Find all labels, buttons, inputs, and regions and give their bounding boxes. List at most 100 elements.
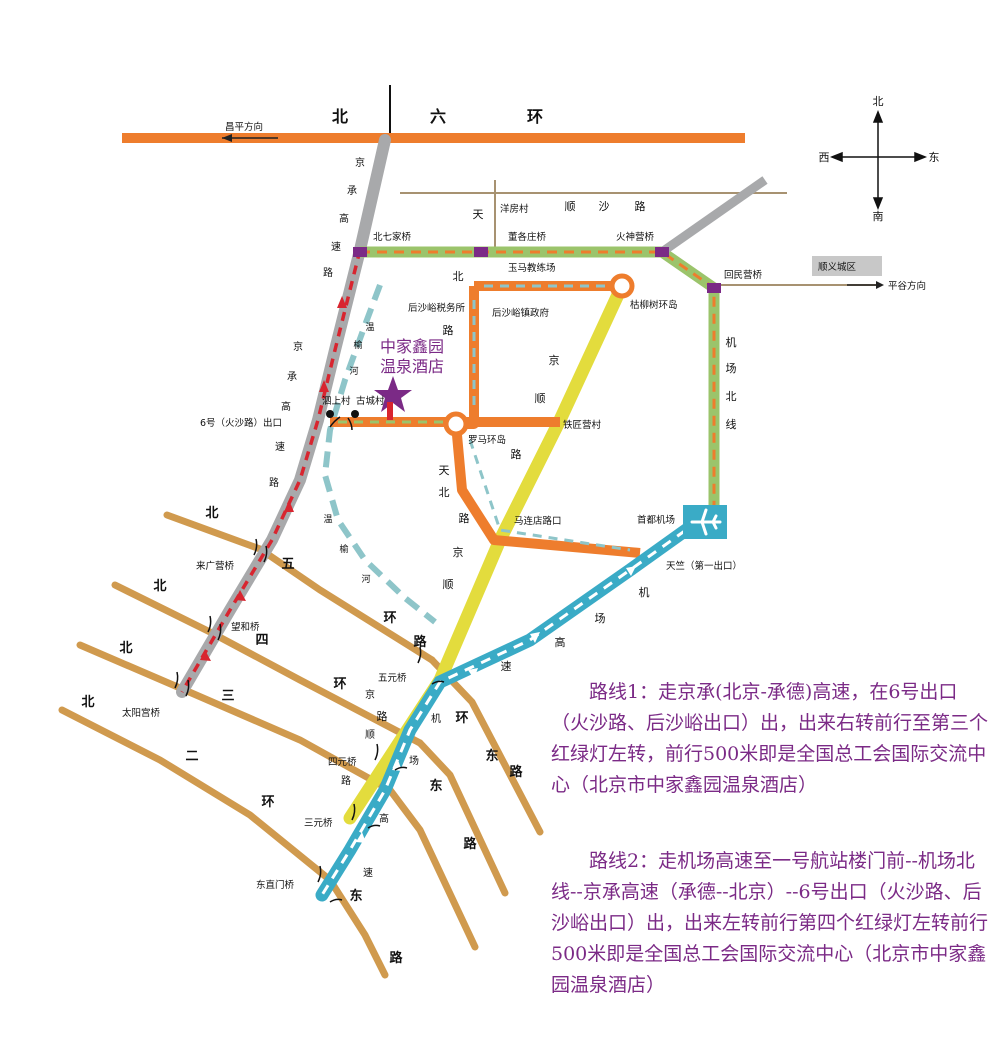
compass-west-label: 西 [819, 151, 830, 164]
airplane-icon [690, 508, 722, 536]
road-label-tianbei-south: 天 [439, 464, 450, 477]
yuma-school-label: 玉马教练场 [508, 262, 556, 274]
road-label-ring2: 北 [81, 695, 94, 710]
road-label-jingcheng-north: 路 [323, 266, 333, 279]
route2-description: 路线2：走机场高速至一号航站楼门前--机场北线--京承高速（承德--北京）--6… [551, 846, 991, 1001]
route2-text: 路线2：走机场高速至一号航站楼门前--机场北线--京承高速（承德--北京）--6… [551, 850, 989, 996]
road-label-jingshun-north: 京 [549, 353, 560, 367]
road-label-ring6: 六 [430, 107, 446, 126]
road-label-jingshun-south: 路 [377, 710, 388, 723]
road-label-tianbei-south: 北 [439, 486, 450, 499]
local-blue-dash [468, 284, 631, 552]
pinggu-arrow-head [876, 281, 884, 289]
ring-roads [58, 511, 544, 979]
taiyanggong-bridge-label: 太阳宫桥 [122, 707, 161, 719]
road-label-wenyu-river-1: 榆 [353, 339, 362, 351]
road-label-tianbei-north: 路 [443, 324, 454, 337]
compass-south-label: 南 [873, 210, 884, 223]
ring2-road [58, 706, 334, 884]
route1-arrow [319, 380, 329, 392]
ring4-road [111, 581, 424, 747]
road-label-ring4: 四 [255, 633, 268, 648]
road-label-jingshun-inner: 顺 [365, 729, 375, 741]
road-label-ring3: 环 [333, 677, 346, 692]
huiminying-bridge-label: 回民营桥 [724, 269, 763, 281]
hotel-star-icon [374, 376, 412, 412]
route1-arrow [200, 650, 211, 661]
kuliushu-roundabout [609, 273, 635, 299]
road-label-ring2: 二 [185, 749, 198, 764]
green-route-dash [360, 250, 716, 510]
route1-arrow [235, 590, 246, 601]
road-label-jingcheng-south: 路 [269, 476, 279, 489]
tiejiangying-village-label: 铁匠营村 [563, 419, 602, 431]
road-label-ring3: 北 [119, 641, 132, 656]
kuliushu-roundabout-label: 枯柳树环岛 [630, 299, 678, 311]
compass-west-arrow-icon [829, 151, 843, 163]
road-label-jingshun-south: 京 [453, 545, 464, 559]
dongzhimen-bridge-label: 东直门桥 [256, 879, 295, 891]
road-label-wenyu-river-2: 温 [323, 514, 332, 525]
ring3-east-road [386, 786, 479, 951]
road-label-wenyu-river-1: 河 [349, 365, 358, 377]
compass-south-arrow-icon [872, 197, 884, 211]
road-label-airport-expressway: 场 [595, 611, 606, 625]
wuyuan-bridge-label: 五元桥 [378, 672, 407, 684]
road-label-ring5: 环 [383, 611, 396, 626]
road-label-tianbei-north: 北 [453, 270, 464, 283]
ring4-east-road [416, 739, 509, 897]
bridge-hooks [174, 416, 445, 903]
road-label-ring2: 环 [261, 795, 274, 810]
compass-north-arrow-icon [872, 109, 884, 123]
tax-office-label: 后沙峪税务所 [408, 302, 466, 314]
road-label-airport-north-line: 机 [726, 335, 737, 349]
road-label-jingcheng-south: 速 [275, 441, 285, 453]
route1-arrows [200, 296, 347, 661]
huoshenying-bridge-label: 火神营桥 [616, 231, 655, 243]
wanghe-bridge-label: 望和桥 [231, 621, 260, 633]
road-label-airport-expressway: 速 [501, 660, 512, 673]
road-label-ring6: 北 [332, 107, 348, 126]
road-label-wenyu-river-2: 榆 [339, 543, 348, 555]
gucheng-village-label: 古城村 [356, 395, 385, 407]
malian-road-exit-label: 马连店路口 [514, 515, 562, 527]
road-label-ring3: 三 [221, 689, 234, 704]
road-label-shunsha: 路 [635, 200, 646, 213]
donggezhuang-bridge-marker [474, 247, 488, 257]
road-label-ring2: 路 [389, 950, 403, 966]
donggezhuang-bridge-label: 董各庄桥 [508, 231, 547, 243]
road-label-ring3: 路 [463, 836, 477, 852]
local-blue-dash-path [468, 284, 631, 552]
huiminying-bridge-marker [707, 283, 721, 293]
laiguangying-bridge-label: 来广营桥 [196, 560, 235, 572]
road-label-ring6: 环 [527, 107, 543, 126]
pinggu-label: 平谷方向 [888, 280, 926, 292]
hotel-pin [387, 402, 393, 420]
route1-arrow [337, 296, 347, 308]
road-label-ring4: 东 [485, 748, 498, 764]
ring5-east-road [428, 656, 544, 836]
capital-airport-label: 首都机场 [637, 514, 675, 526]
beiqijia-bridge-label: 北七家桥 [373, 231, 412, 243]
road-label-ring2: 东 [349, 888, 362, 904]
route1-description: 路线1：走京承(北京-承德)高速，在6号出口（火沙路、后沙峪出口）出，出来右转前… [551, 677, 991, 801]
shunyi-label: 顺义城区 [818, 262, 857, 273]
ring5-road [163, 511, 436, 664]
siyuan-bridge-label: 四元桥 [328, 756, 357, 768]
ring2-east-road [326, 876, 389, 979]
tianbei-south-road [451, 423, 641, 558]
exit6-label: 6号（火沙路）出口 [200, 417, 282, 429]
road-label-ring5: 北 [205, 506, 218, 521]
road-label-ring3: 东 [429, 778, 442, 794]
road-label-jingcheng-south: 承 [287, 371, 297, 383]
road-label-tianbei-south: 路 [459, 512, 470, 525]
road-label-airport-expressway: 机 [639, 585, 650, 599]
road-label-ring5: 五 [281, 557, 294, 572]
road-label-ring4: 北 [153, 579, 166, 594]
road-label-ring5: 路 [413, 634, 427, 650]
route1-arrow [284, 500, 294, 512]
road-label-airport-inner: 机 [431, 712, 441, 725]
road-label-jingcheng-south: 高 [281, 400, 291, 413]
road-label-airport-inner: 高 [379, 812, 389, 825]
